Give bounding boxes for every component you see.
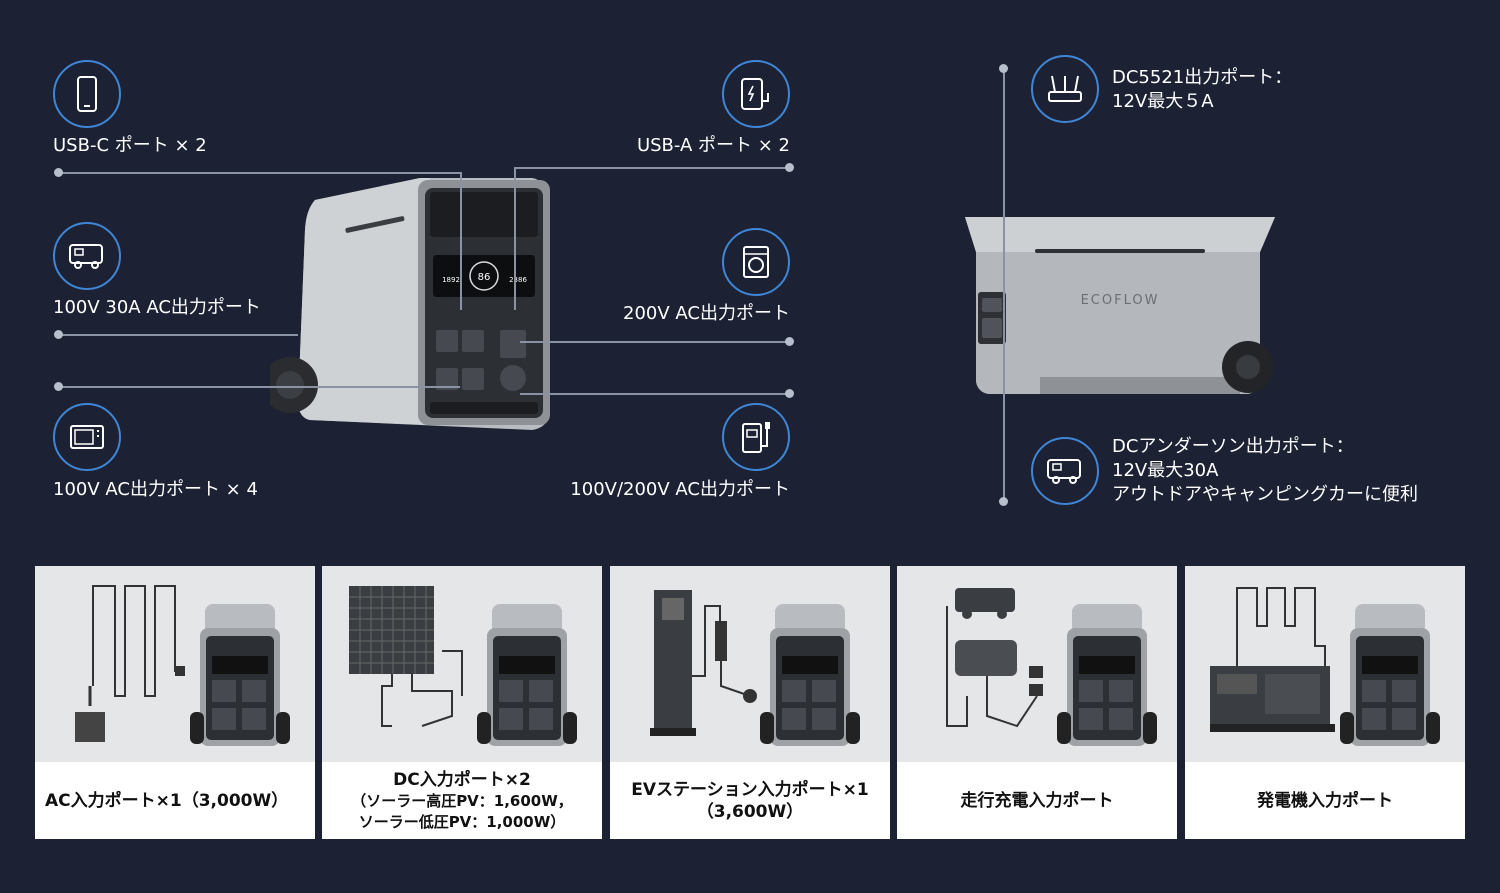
anderson-port-label: DCアンダーソン出力ポート： (1112, 436, 1354, 457)
usba-port-label: USB-A ポート × 2 (636, 135, 790, 156)
driving-input-caption: 走行充電入力ポート (897, 762, 1177, 839)
ac100-200-port-label: 100V/200V AC出力ポート (570, 479, 790, 500)
ac100-200-leader-dot (785, 389, 794, 398)
ac200-leader-dot (785, 337, 794, 346)
ac-30a-leader-line (58, 334, 298, 336)
dc-input-caption: DC入力ポート×2 （ソーラー高圧PV：1,600W， ソーラー低圧PV：1,0… (322, 762, 602, 839)
generator-input-illustration (1185, 566, 1465, 762)
driving-input-card: 走行充電入力ポート (897, 566, 1177, 839)
side-leader-vertical (1003, 68, 1005, 502)
front-device-illustration: 86 1892 2386 (262, 170, 560, 440)
ac-30a-port-label: 100V 30A AC出力ポート (53, 297, 261, 318)
ac100-200-leader-line (520, 393, 790, 395)
camper-icon (53, 222, 121, 290)
display-center-value: 86 (478, 272, 491, 283)
dc5521-leader-dot (999, 64, 1008, 73)
dc-input-card: DC入力ポート×2 （ソーラー高圧PV：1,600W， ソーラー低圧PV：1,0… (322, 566, 602, 839)
dc-input-illustration (322, 566, 602, 762)
ac200-leader-line (520, 341, 790, 343)
ev-input-illustration (610, 566, 890, 762)
ac200-port-label: 200V AC出力ポート (623, 303, 790, 324)
display-right-value: 2386 (509, 276, 527, 284)
ac-input-illustration (35, 566, 315, 762)
anderson-port-note: アウトドアやキャンピングカーに便利 (1112, 484, 1418, 505)
ac100x4-port-label: 100V AC出力ポート × 4 (53, 479, 258, 500)
ev-input-card: EVステーション入力ポート×1 （3,600W） (610, 566, 890, 839)
ac-input-caption: AC入力ポート×1（3,000W） (35, 762, 315, 839)
ac-input-card: AC入力ポート×1（3,000W） (35, 566, 315, 839)
ev-input-sub: （3,600W） (696, 801, 804, 822)
display-left-value: 1892 (442, 276, 460, 284)
router-icon (1031, 55, 1099, 123)
anderson-port-spec: 12V最大30A (1112, 460, 1219, 481)
usbc-leader-line (58, 172, 460, 174)
phone-icon (53, 60, 121, 128)
anderson-leader-dot (999, 497, 1008, 506)
microwave-icon (53, 403, 121, 471)
ac100x4-leader-line (58, 386, 460, 388)
camper-icon (1031, 437, 1099, 505)
dc-input-sub-high: （ソーラー高圧PV：1,600W， (351, 791, 573, 810)
usbc-leader-vertical (460, 172, 462, 310)
ac-input-title: AC入力ポート×1（3,000W） (45, 790, 289, 811)
generator-input-title: 発電機入力ポート (1257, 790, 1393, 811)
dc5521-port-label: DC5521出力ポート： (1112, 67, 1293, 88)
brand-logo: ECOFLOW (1081, 293, 1160, 308)
ac100x4-leader-dot (54, 382, 63, 391)
usba-leader-dot (785, 163, 794, 172)
ev-input-title: EVステーション入力ポート×1 (631, 779, 869, 800)
ev-charger-icon (722, 403, 790, 471)
usbc-port-label: USB-C ポート × 2 (53, 135, 207, 156)
usbc-leader-dot (54, 168, 63, 177)
dc-input-title: DC入力ポート×2 (393, 769, 531, 790)
dc5521-port-spec: 12V最大５A (1112, 91, 1214, 112)
driving-input-title: 走行充電入力ポート (960, 790, 1114, 811)
ac-30a-leader-dot (54, 330, 63, 339)
washing-machine-icon (722, 228, 790, 296)
usba-leader-vertical (514, 167, 516, 310)
side-device-illustration: ECOFLOW (960, 212, 1280, 402)
usba-leader-line (515, 167, 790, 169)
power-bank-icon (722, 60, 790, 128)
generator-input-caption: 発電機入力ポート (1185, 762, 1465, 839)
generator-input-card: 発電機入力ポート (1185, 566, 1465, 839)
ev-input-caption: EVステーション入力ポート×1 （3,600W） (610, 762, 890, 839)
dc-input-sub-low: ソーラー低圧PV：1,000W） (358, 812, 566, 831)
driving-input-illustration (897, 566, 1177, 762)
